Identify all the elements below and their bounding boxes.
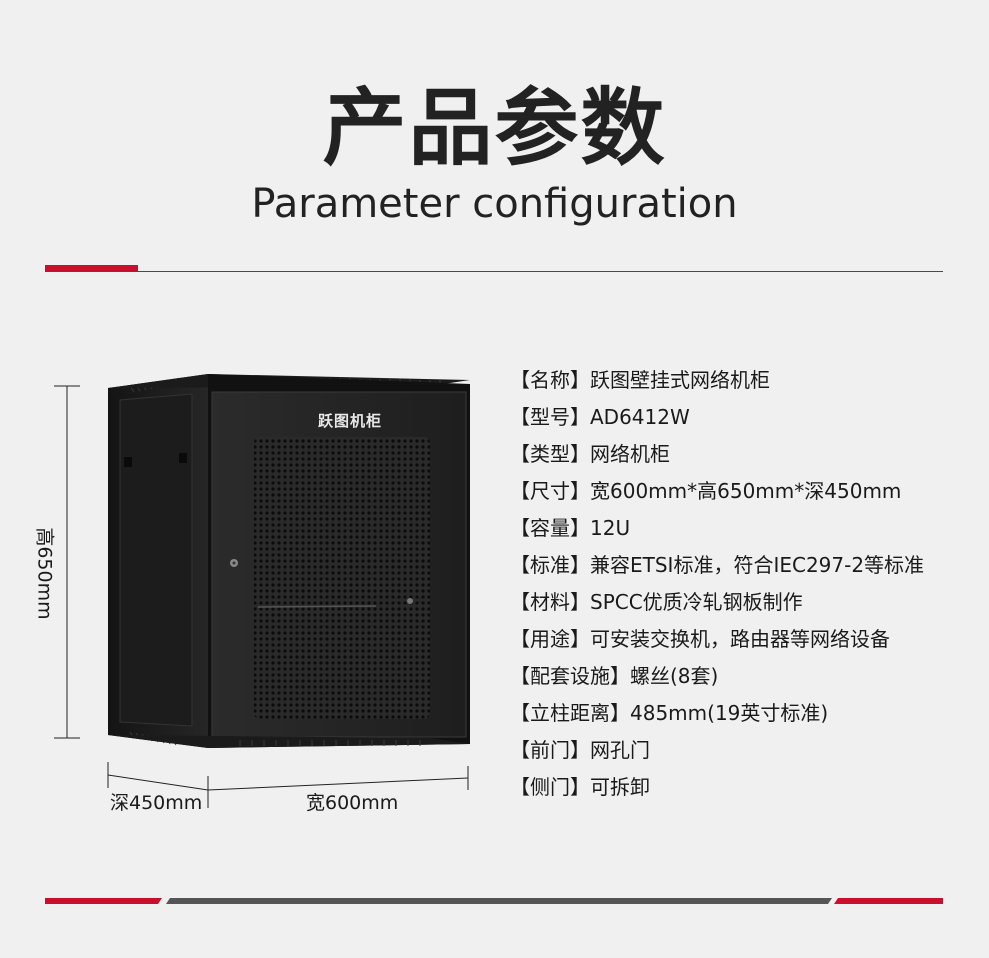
cabinet-top [108,374,470,388]
width-dimension [207,766,469,791]
title-rule-accent [45,265,138,272]
lock-icon [230,559,238,567]
spec-list: 【名称】跃图壁挂式网络机柜 【型号】AD6412W 【类型】网络机柜 【尺寸】宽… [510,362,970,806]
spec-type: 【类型】网络机柜 [510,442,670,466]
spec-front-door: 【前门】网孔门 [510,738,650,762]
cabinet-side-panel [108,374,208,748]
spec-standard: 【标准】兼容ETSI标准，符合IEC297-2等标准 [510,553,925,577]
height-dimension [54,385,80,739]
door-logo: 跃图机柜 [317,412,382,430]
top-vent [239,377,441,387]
spec-size: 【尺寸】宽600mm*高650mm*深450mm [510,479,902,503]
footer-bar [45,898,943,904]
depth-label: 深450mm [110,792,203,814]
spec-accessories: 【配套设施】螺丝(8套) [510,664,719,688]
page-title: 产品参数 [322,79,667,177]
title-rule [45,271,943,272]
width-label: 宽600mm [306,792,399,814]
spec-rail-distance: 【立柱距离】485mm(19英寸标准) [510,701,829,725]
spec-name: 【名称】跃图壁挂式网络机柜 [510,368,770,392]
page-subtitle: Parameter configuration [251,181,738,227]
height-label: 高650mm [33,527,56,620]
cabinet-front-door [208,374,470,748]
cabinet-bottom [108,735,470,748]
spec-usage: 【用途】可安装交换机，路由器等网络设备 [510,627,890,651]
depth-dimension [107,762,209,808]
spec-model: 【型号】AD6412W [510,405,690,429]
spec-material: 【材料】SPCC优质冷轧钢板制作 [510,590,803,614]
spec-capacity: 【容量】12U [510,516,631,540]
spec-side-door: 【侧门】可拆卸 [510,775,650,799]
